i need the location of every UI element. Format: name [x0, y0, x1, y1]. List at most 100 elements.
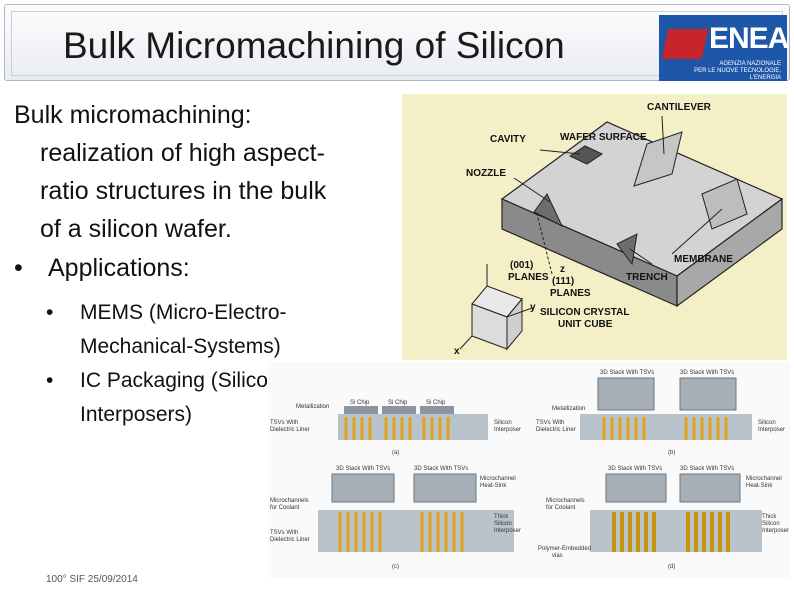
panel-c-stack-2: [413, 473, 477, 503]
d-thick-2: Silicon: [762, 521, 780, 527]
plane-leader: [536, 213, 553, 275]
d-stack-2: 3D Stack With TSVs: [680, 466, 734, 472]
a-chip-3: Si Chip: [426, 400, 446, 406]
bullet-dot: •: [46, 301, 54, 324]
label-trench: TRENCH: [626, 272, 668, 283]
a-chip-2: Si Chip: [388, 400, 408, 406]
logo-text: ENEA: [709, 22, 789, 55]
b-tsv: TSVs With: [536, 420, 564, 426]
interposer-figure: Metallization Si Chip Si Chip Si Chip TS…: [268, 362, 790, 578]
label-unit-cube-b: UNIT CUBE: [558, 319, 613, 330]
label-111-a: (111): [552, 276, 574, 287]
mems-line-1: MEMS (Micro-Electro-: [80, 301, 287, 324]
label-z: z: [560, 264, 565, 275]
d-thick-3: Interposer: [762, 528, 789, 534]
interposer-figure-svg: Metallization Si Chip Si Chip Si Chip TS…: [270, 370, 789, 570]
label-unit-cube-a: SILICON CRYSTAL: [540, 307, 629, 318]
b-tag: (b): [668, 450, 675, 456]
trench-leader: [629, 248, 653, 265]
a-silicon: Silicon: [494, 420, 512, 426]
a-tag: (a): [392, 450, 399, 456]
cube-side: [506, 297, 523, 351]
y-axis: [506, 307, 533, 318]
cavity-shape: [568, 145, 604, 165]
panel-a-chip-2: [382, 406, 416, 414]
logo-subtitle-1: AGENZIA NAZIONALE: [719, 61, 781, 67]
panel-b-stack-1: [597, 377, 655, 411]
panel-b-interposer: [580, 414, 752, 440]
c-microchannels: Microchannels: [270, 498, 309, 504]
d-stack-1: 3D Stack With TSVs: [608, 466, 662, 472]
a-tsv: TSVs With: [270, 420, 298, 426]
title-bar: Bulk Micromachining of Silicon ENEA AGEN…: [4, 4, 790, 95]
panel-d-stack-2: [679, 473, 741, 503]
nozzle-shape: [533, 193, 564, 228]
nozzle-leader: [513, 177, 551, 203]
d-vias: vias: [552, 553, 563, 559]
slide-title: Bulk Micromachining of Silicon: [63, 25, 565, 66]
panel-d: 3D Stack With TSVs 3D Stack With TSVs Mi…: [538, 466, 789, 570]
b-interposer: Interposer: [758, 427, 785, 433]
c-heat-2: Heat-Sink: [480, 483, 507, 489]
panel-a: Metallization Si Chip Si Chip Si Chip TS…: [270, 400, 521, 456]
b-silicon: Silicon: [758, 420, 776, 426]
x-axis: [459, 335, 473, 350]
logo-subtitle: AGENZIA NAZIONALE PER LE NUOVE TECNOLOGI…: [663, 61, 781, 96]
c-tsv-2: Dielectric Liner: [270, 537, 310, 543]
label-membrane: MEMBRANE: [674, 254, 733, 265]
cavity-leader: [539, 149, 581, 155]
panel-a-tsvs: [344, 417, 450, 440]
label-001-b: PLANES: [508, 272, 549, 283]
panel-c-tsvs: [338, 512, 464, 552]
label-cavity: CAVITY: [490, 134, 526, 145]
panel-c-interposer: [318, 510, 514, 552]
panel-a-chip-3: [420, 406, 454, 414]
a-metallization: Metallization: [296, 404, 329, 410]
intro-line-4: of a silicon wafer.: [40, 215, 232, 243]
panel-b-tsvs: [602, 417, 728, 440]
a-interposer: Interposer: [494, 427, 521, 433]
b-metallization: Metallization: [552, 406, 585, 412]
wafer-diagram-svg: CANTILEVER CAVITY WAFER SURFACE NOZZLE M…: [454, 102, 784, 357]
logo-subtitle-3: E LO SVILUPPO ECONOMICO SOSTENIBILE: [696, 82, 781, 95]
label-nozzle: NOZZLE: [466, 168, 506, 179]
c-tag: (c): [392, 564, 399, 570]
panel-b-stack-2: [679, 377, 737, 411]
membrane-leader: [671, 208, 723, 255]
c-thick: Thick: [494, 514, 509, 520]
slide-footer: 100° SIF 25/09/2014: [46, 574, 138, 585]
panel-c-stack-1: [331, 473, 395, 503]
a-chip-1: Si Chip: [350, 400, 370, 406]
mems-bullet: • MEMS (Micro-Electro-: [14, 296, 394, 330]
label-wafer-surface: WAFER SURFACE: [560, 132, 647, 143]
a-tsv-2: Dielectric Liner: [270, 427, 310, 433]
logo-subtitle-2: PER LE NUOVE TECNOLOGIE, L'ENERGIA: [694, 68, 781, 81]
c-stack-1: 3D Stack With TSVs: [336, 466, 390, 472]
d-microchannels: Microchannels: [546, 498, 585, 504]
label-001-a: (001): [510, 260, 533, 271]
packaging-bullet: •IC Packaging (Silicon: [14, 364, 394, 398]
wafer-diagram: CANTILEVER CAVITY WAFER SURFACE NOZZLE M…: [402, 94, 787, 360]
c-coolant: for Coolant: [270, 505, 300, 511]
cantilever-leader: [661, 115, 665, 155]
b-tsv-2: Dielectric Liner: [536, 427, 576, 433]
d-heat: Microchannel: [746, 476, 782, 482]
c-tsv: TSVs With: [270, 530, 298, 536]
panel-d-vias: [612, 512, 730, 552]
applications-bullet: •Applications:: [14, 248, 394, 288]
wafer-side-face: [676, 197, 783, 308]
panel-d-interposer: [590, 510, 762, 552]
intro-line-2: realization of high aspect-: [40, 139, 325, 167]
d-tag: (d): [668, 564, 675, 570]
cantilever-shape: [633, 131, 683, 187]
label-111-b: PLANES: [550, 288, 591, 299]
mems-line-2: Mechanical-Systems): [80, 335, 281, 358]
c-stack-2: 3D Stack With TSVs: [414, 466, 468, 472]
packaging-line-2: Interposers): [80, 403, 193, 426]
mems-bullet-cont: Mechanical-Systems): [14, 330, 394, 364]
d-coolant: for Coolant: [546, 505, 576, 511]
intro-heading: Bulk micromachining:: [14, 101, 252, 129]
panel-a-chip-1: [344, 406, 378, 414]
enea-logo: ENEA AGENZIA NAZIONALE PER LE NUOVE TECN…: [659, 15, 789, 95]
intro-line-3: ratio structures in the bulk: [40, 177, 327, 205]
